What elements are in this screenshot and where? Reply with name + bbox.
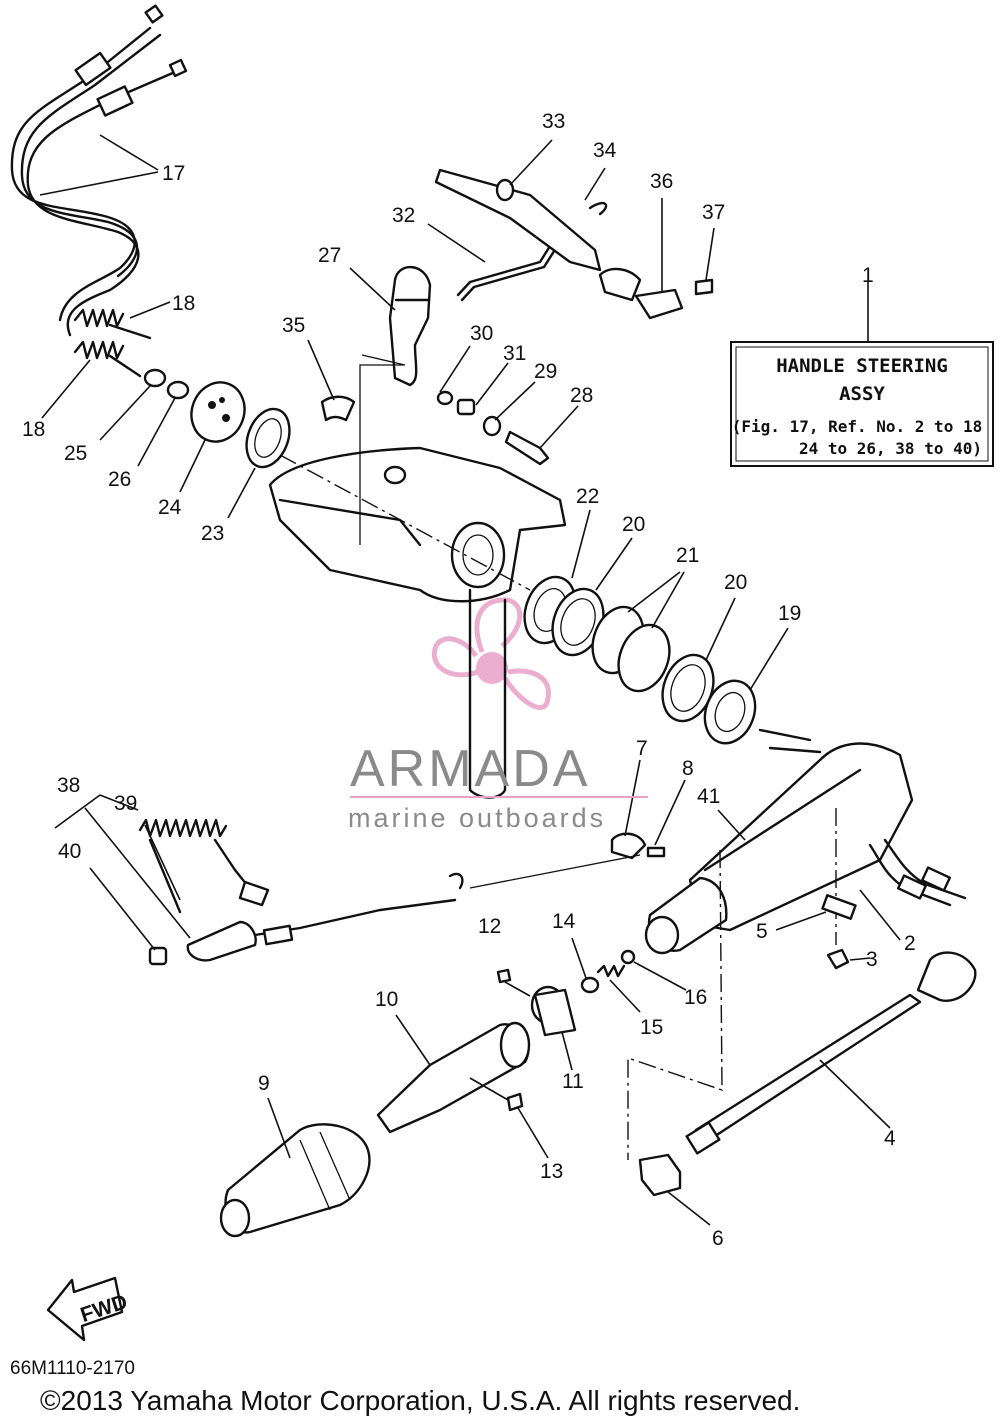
shift-linkage (427, 139, 715, 320)
copyright-notice: ©2013 Yamaha Motor Corporation, U.S.A. A… (40, 1385, 800, 1416)
callout-35: 35 (282, 314, 305, 337)
callout-9: 9 (258, 1072, 270, 1095)
callout-28: 28 (570, 384, 593, 407)
fwd-arrow-icon: FWD (46, 1276, 130, 1342)
callout-1: 1 (862, 264, 874, 287)
callout-8: 8 (682, 757, 694, 780)
cable-springs (41, 301, 171, 419)
callout-27: 27 (318, 244, 341, 267)
shift-lever (349, 265, 432, 545)
callout-24: 24 (158, 496, 182, 519)
callout-20-left: 20 (622, 513, 645, 536)
callout-6: 6 (712, 1227, 724, 1250)
callout-4: 4 (884, 1127, 896, 1150)
watermark-tagline: marine outboards (348, 803, 606, 833)
callout-11: 11 (562, 1070, 584, 1093)
callout-37: 37 (702, 201, 725, 224)
throttle-grip (219, 1097, 371, 1238)
callout-31: 31 (503, 342, 526, 365)
drawing-code: 66M1110-2170 (10, 1358, 135, 1379)
armada-logo-icon (431, 597, 551, 711)
callout-10: 10 (375, 988, 398, 1011)
callout-38: 38 (57, 774, 80, 797)
handle-steering-assy-box: HANDLE STEERING ASSY (Fig. 17, Ref. No. … (730, 341, 994, 467)
callout-26: 26 (108, 468, 131, 491)
callout-22: 22 (576, 485, 599, 508)
box-title: HANDLE STEERING (776, 355, 948, 377)
box-subtitle: ASSY (839, 383, 885, 405)
callout-18-lower: 18 (22, 418, 45, 441)
watermark-brand: ARMADA (350, 740, 590, 798)
callout-2: 2 (904, 932, 916, 955)
callout-30: 30 (470, 322, 493, 345)
callout-25: 25 (64, 442, 87, 465)
seal-ring (227, 407, 291, 519)
callout-29: 29 (534, 360, 557, 383)
small-washers (99, 368, 190, 467)
callout-23: 23 (201, 522, 224, 545)
callout-32: 32 (392, 204, 415, 227)
throttle-rod (627, 849, 977, 1226)
callout-labels: 1 2 3 4 5 6 7 8 9 10 11 12 13 14 15 16 1… (22, 110, 916, 1250)
stop-switch (54, 794, 464, 966)
box-reference-line1: (Fig. 17, Ref. No. 2 to 18 (732, 417, 982, 436)
friction-plate (179, 381, 246, 493)
callout-36: 36 (650, 170, 673, 193)
callout-39: 39 (114, 792, 137, 815)
callout-14: 14 (552, 910, 576, 933)
callout-20-right: 20 (724, 571, 747, 594)
callout-19: 19 (778, 602, 801, 625)
callout-34: 34 (593, 139, 617, 162)
throttle-shaft (376, 1014, 531, 1134)
callout-13: 13 (540, 1160, 563, 1183)
callout-12: 12 (478, 915, 501, 938)
callout-33: 33 (542, 110, 565, 133)
callout-40: 40 (58, 840, 81, 863)
thrust-washers (523, 509, 789, 745)
callout-21: 21 (676, 544, 699, 567)
callout-18-upper: 18 (172, 292, 195, 315)
callout-5: 5 (756, 920, 768, 943)
throttle-shift-cables (10, 4, 188, 337)
callout-41: 41 (697, 785, 720, 808)
callout-15: 15 (640, 1016, 663, 1039)
callout-7: 7 (636, 737, 648, 760)
lever-hardware (307, 339, 579, 466)
lower-cables (775, 838, 967, 970)
box-reference-line2: 24 to 26, 38 to 40) (799, 439, 982, 458)
throttle-collar (469, 937, 687, 1159)
callout-17: 17 (162, 162, 185, 185)
callout-16: 16 (684, 986, 707, 1009)
callout-3: 3 (866, 948, 878, 971)
